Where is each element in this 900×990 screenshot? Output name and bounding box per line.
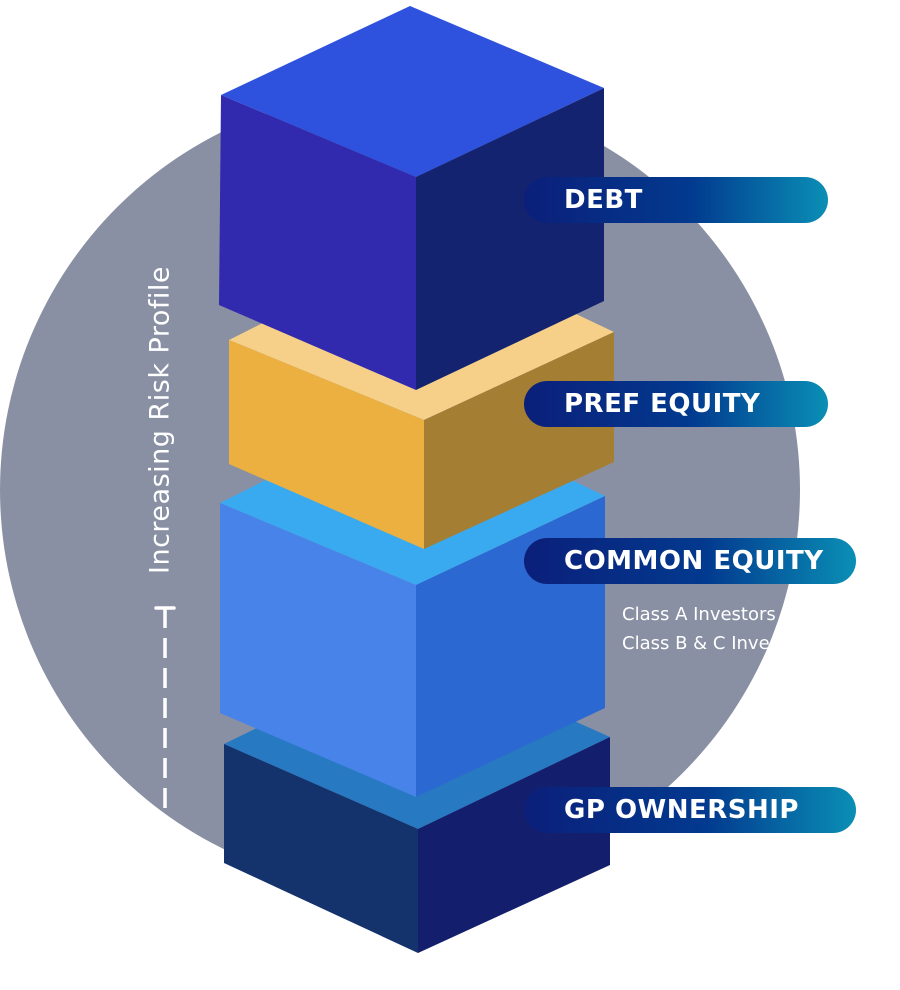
gp-ownership-label: GP OWNERSHIP xyxy=(564,795,799,825)
risk-arrow xyxy=(154,606,176,826)
common-equity-label: COMMON EQUITY xyxy=(564,546,824,576)
common-equity-class-b-c: Class B & C Investors xyxy=(622,633,814,654)
pref-equity-block-left xyxy=(229,340,424,549)
pref-equity-label: PREF EQUITY xyxy=(564,389,761,419)
common-equity-label-pill: COMMON EQUITY xyxy=(524,538,856,584)
debt-block xyxy=(219,6,604,390)
debt-block-right xyxy=(416,88,604,390)
debt-label: DEBT xyxy=(564,185,643,215)
gp-ownership-label-pill: GP OWNERSHIP xyxy=(524,787,856,833)
risk-axis-label: Increasing Risk Profile xyxy=(144,266,176,574)
pref-equity-label-pill: PREF EQUITY xyxy=(524,381,828,427)
debt-block-top xyxy=(221,6,604,177)
gp-ownership-block-left xyxy=(224,744,418,953)
common-equity-block-left xyxy=(220,503,416,797)
debt-label-pill: DEBT xyxy=(524,177,828,223)
common-equity-class-a: Class A Investors xyxy=(622,604,776,625)
debt-block-left xyxy=(219,95,416,390)
